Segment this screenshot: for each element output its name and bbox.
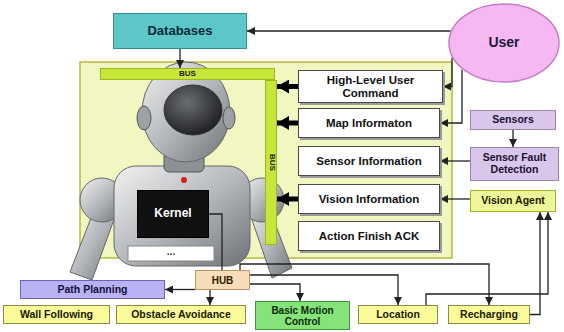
planning-box: Path Planning	[20, 280, 165, 299]
connector-arrow	[443, 58, 452, 87]
bus-bar: BUS	[100, 68, 275, 80]
node-text: Location	[376, 309, 420, 321]
node-text: Sensors	[492, 114, 533, 126]
bus-arrow	[277, 121, 298, 126]
motion-box: Basic Motion Control	[255, 301, 350, 330]
bus-arrow	[277, 84, 298, 89]
connector-arrow	[179, 49, 180, 68]
connector-arrow	[209, 290, 210, 305]
node-text: Recharging	[460, 309, 518, 321]
connector-arrow	[440, 198, 470, 199]
node-text: Path Planning	[57, 284, 127, 296]
behavior-box: Location	[358, 305, 438, 324]
info-box: Map Informaton	[298, 108, 440, 138]
connector-arrow	[165, 289, 195, 290]
node-text: Sensor Information	[316, 155, 421, 168]
node-text: Sensor Fault Detection	[477, 152, 553, 175]
connector-arrow	[247, 30, 451, 31]
connector-arrow	[512, 130, 513, 147]
connector-arrow	[250, 284, 300, 301]
bus-bar: BUS	[265, 80, 277, 245]
bus-arrow	[277, 197, 298, 202]
behavior-box: Obstacle Avoidance	[116, 305, 246, 324]
node-text: Action Finish ACK	[319, 230, 420, 243]
connector-arrow	[440, 69, 462, 123]
info-box: Vision Information	[298, 184, 440, 214]
kernel-box: Kernel	[137, 190, 209, 238]
user-ellipse: User	[448, 3, 560, 83]
node-text: Obstacle Avoidance	[131, 309, 231, 321]
hub-box: HUB	[195, 270, 250, 290]
node-text: BUS	[267, 154, 276, 171]
connector-arrow	[209, 214, 222, 270]
node-text: Vision Information	[319, 193, 420, 206]
node-text: Map Informaton	[326, 117, 412, 130]
agent-box: Vision Agent	[470, 190, 556, 212]
info-box: Sensor Information	[298, 146, 440, 176]
node-text: User	[488, 35, 519, 50]
node-text: Wall Following	[20, 309, 93, 321]
database-box: Databases	[113, 13, 247, 49]
info-box: Action Finish ACK	[298, 221, 440, 251]
connector-arrow	[240, 264, 489, 305]
connector-arrow	[440, 160, 470, 161]
robot-figure	[70, 62, 292, 280]
connector-arrow	[530, 212, 540, 315]
ellipse-outline	[449, 4, 559, 82]
node-text: Vision Agent	[481, 195, 545, 207]
node-text: BUS	[179, 70, 196, 79]
node-text: HUB	[212, 275, 234, 286]
info-box: High-Level User Command	[298, 70, 443, 103]
behavior-box: Recharging	[448, 305, 530, 324]
sensor-box: Sensors	[470, 110, 556, 130]
fault-detection-box: Sensor Fault Detection	[470, 147, 559, 181]
node-text: Databases	[147, 24, 212, 38]
hub-bar	[128, 246, 214, 261]
bar-label: ...	[128, 246, 214, 261]
behavior-box: Wall Following	[3, 305, 110, 324]
connector-arrow	[426, 212, 548, 305]
node-text: High-Level User Command	[305, 74, 437, 99]
node-text: Kernel	[154, 207, 191, 220]
node-text: Basic Motion Control	[262, 305, 344, 327]
